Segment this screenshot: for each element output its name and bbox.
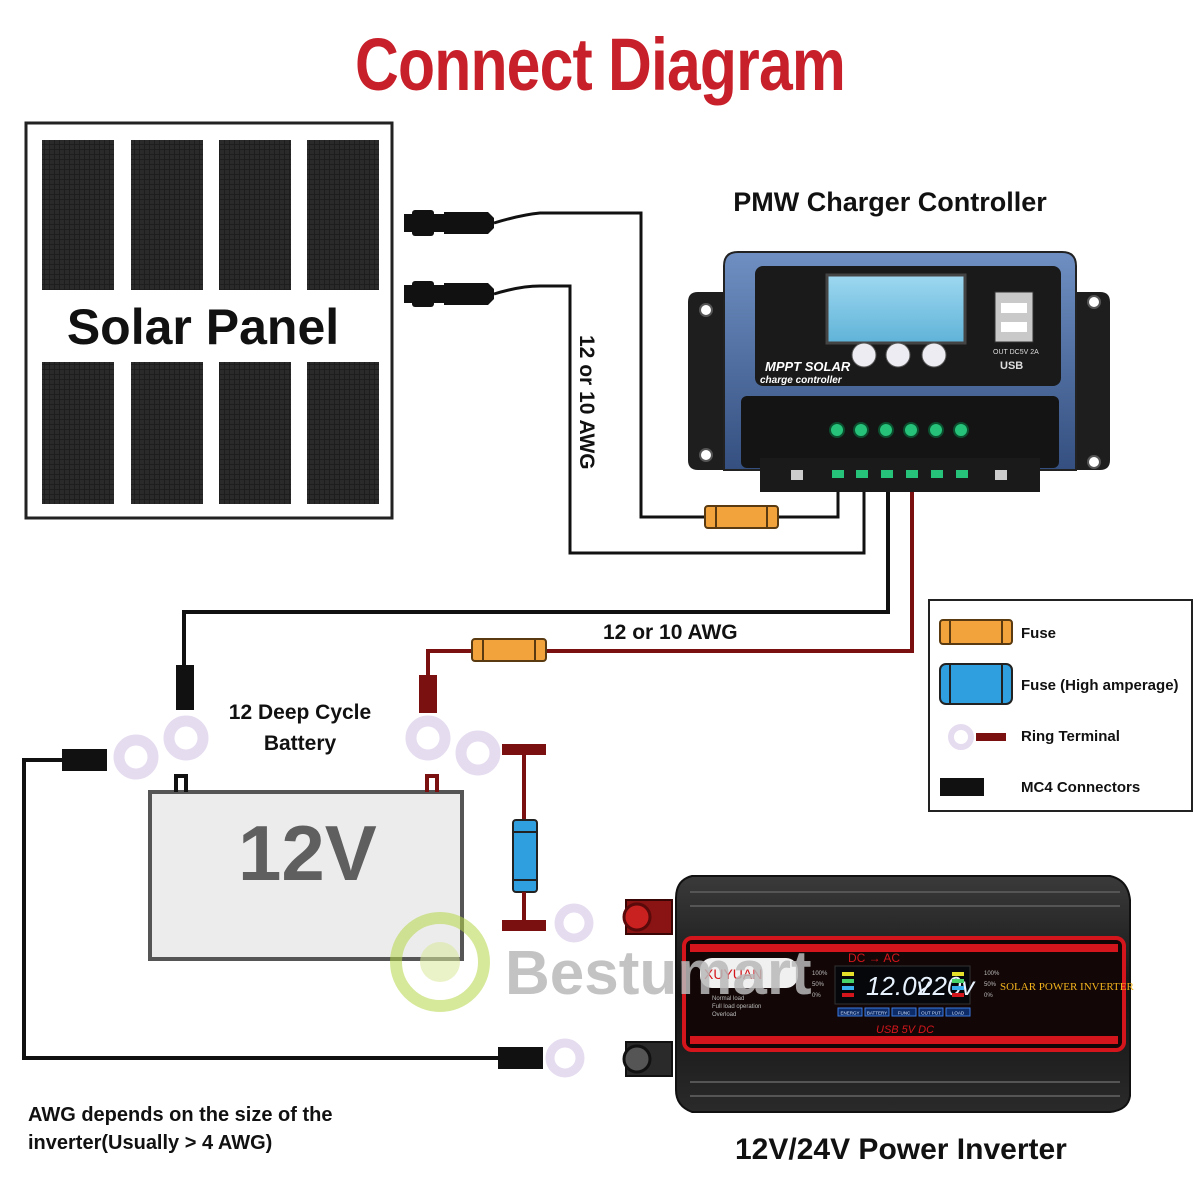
inverter-indicator-label: LOAD: [952, 1011, 965, 1016]
inverter-status-line: Overload: [712, 1012, 736, 1018]
solar-panel-label: Solar Panel: [66, 299, 340, 355]
inverter-percent-left-label: 100%: [812, 971, 828, 977]
legend-mc4-connector-icon: [940, 778, 984, 796]
inverter-mode: DC → AC: [848, 951, 900, 965]
inverter-level-bars: [842, 972, 964, 997]
inverter-percent-right-label: 50%: [984, 982, 997, 988]
awg-note: AWG depends on the size of the inverter(…: [28, 1104, 333, 1154]
battery-label: 12 Deep Cycle Battery: [228, 701, 372, 755]
battery-positive-post: [425, 774, 439, 792]
inverter-title: 12V/24V Power Inverter: [735, 1133, 1067, 1166]
legend-high-amp-fuse-icon: [939, 663, 1013, 705]
charge-controller: MPPT SOLAR charge controller OUT DC5V 2A…: [688, 251, 1110, 492]
high-amp-fuse-icon: [512, 819, 538, 893]
battery-wire-gauge-label: 12 or 10 AWG: [603, 621, 738, 644]
inverter-percent-left: 100% 50% 0%: [812, 971, 828, 999]
inverter-indicator-box: [837, 1007, 863, 1017]
watermark-logo-icon: [390, 912, 490, 1012]
inverter-indicator-label: ENERGY: [840, 1011, 859, 1016]
usb-port: [994, 291, 1034, 343]
battery-wires: [182, 490, 914, 675]
inverter-indicator-label: FUNC: [898, 1011, 911, 1016]
solar-panel: [24, 121, 394, 520]
inverter-indicator-box: [945, 1007, 971, 1017]
battery-voltage: 12V: [238, 809, 377, 897]
inverter-percent-left-label: 50%: [812, 982, 825, 988]
inverter-positive-terminal: [622, 899, 673, 935]
battery-negative-post: [174, 774, 188, 792]
inverter-negative-terminal: [622, 1041, 673, 1077]
inverter-indicator-box: [864, 1007, 890, 1017]
inverter-indicator-label: BATTERY: [867, 1011, 887, 1016]
inverter-product-name: SOLAR POWER INVERTER: [1000, 981, 1134, 993]
inverter-percent-right-label: 100%: [984, 971, 1000, 977]
legend: [928, 599, 1193, 812]
inverter-lcd: [834, 965, 971, 1005]
legend-label-ring-terminal: Ring Terminal: [1021, 728, 1120, 745]
ring-terminal-icon: [113, 665, 501, 780]
inverter-indicator-label: OUT PUT: [921, 1011, 941, 1016]
controller-button-down[interactable]: [921, 342, 947, 368]
inverter-indicator-box: [891, 1007, 917, 1017]
fuse-icon: [471, 638, 547, 662]
high-amp-fuse-branch: [502, 744, 594, 943]
controller-button-menu[interactable]: [851, 342, 877, 368]
inverter-brand: XUYUAN: [704, 966, 762, 982]
page-title: Connect Diagram: [354, 23, 846, 106]
mc4-connector-icon: [404, 210, 494, 307]
legend-ring-terminal-icon: [948, 724, 1006, 750]
legend-label-high-amp-fuse: Fuse (High amperage): [1021, 677, 1179, 694]
solar-cells-bottom: [42, 362, 379, 504]
controller-terminal-screws: [829, 422, 969, 438]
inverter-percent-right-label: 0%: [984, 993, 993, 999]
inverter-percent-right: 100% 50% 0%: [984, 971, 1000, 999]
inverter-usb-text: USB 5V DC: [876, 1024, 934, 1036]
usb-output-label: OUT DC5V 2A: [993, 349, 1039, 356]
inverter-indicator-box: [918, 1007, 944, 1017]
inverter-negative-wire: [22, 749, 585, 1078]
panel-wire-gauge-label: 12 or 10 AWG: [575, 335, 598, 470]
controller-lcd: [825, 273, 967, 345]
inverter-status-line: Full load operation: [712, 1004, 761, 1010]
power-inverter: XUYUAN DC → AC 12.0v 220v 100% 50% 0% 100%…: [622, 875, 1134, 1113]
panel-wires: [493, 211, 866, 555]
controller-brand-line1: MPPT SOLAR: [765, 359, 851, 374]
controller-button-up[interactable]: [885, 342, 911, 368]
legend-fuse-icon: [939, 619, 1013, 645]
fuse-icon: [704, 505, 779, 529]
inverter-percent-left-label: 0%: [812, 993, 821, 999]
solar-cells-top: [42, 140, 379, 290]
watermark-text: Bestumart: [505, 939, 812, 1008]
controller-brand-line2: charge controller: [760, 375, 843, 386]
inverter-display-output: 220v: [917, 971, 976, 1001]
controller-title: PMW Charger Controller: [733, 187, 1047, 217]
inverter-display-input: 12.0v: [866, 971, 932, 1001]
usb-logo: USB: [1000, 360, 1023, 372]
legend-label-fuse: Fuse: [1021, 625, 1057, 642]
inverter-status-line: Normal load: [712, 996, 744, 1002]
legend-label-mc4: MC4 Connectors: [1021, 779, 1141, 796]
inverter-indicators: ENERGY BATTERY FUNC OUT PUT LOAD: [837, 1007, 971, 1017]
